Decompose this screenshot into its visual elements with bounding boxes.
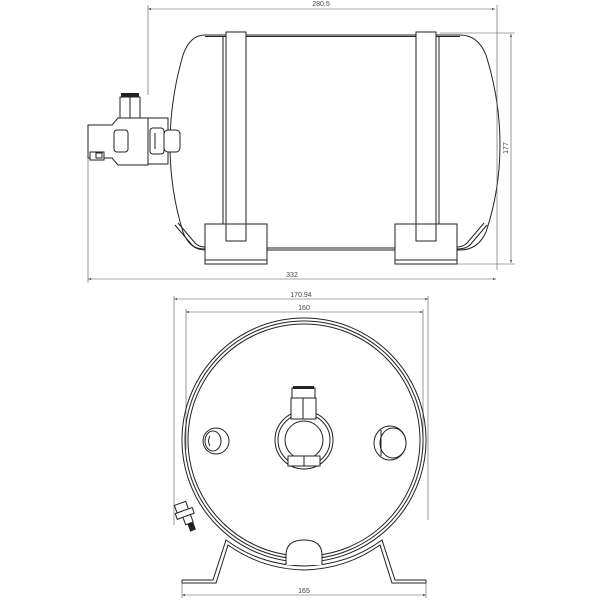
strap-right [415,31,440,243]
stand-bracket [181,539,427,584]
dim-label-280-5: 280.5 [312,1,330,8]
dim-label-160: 160 [298,305,310,312]
fitting-left [202,427,230,455]
valve-center [274,386,334,470]
fitting-right [373,425,407,461]
dim-label-332: 332 [286,272,298,279]
strap-left [222,31,247,243]
foot-left [174,222,268,265]
dimension-165: 165 [181,583,427,598]
tank-body-outline [169,34,501,251]
dim-label-165: 165 [298,588,310,595]
dimension-280-5: 280.5 [147,1,498,270]
dimension-170-94: 170.94 [173,292,429,525]
drain-bolt [173,500,196,532]
dimension-332: 332 [87,158,496,283]
dim-label-170-94: 170.94 [290,292,312,299]
valve-assembly [87,93,181,166]
foot-right [394,222,488,265]
dimension-177: 177 [440,32,515,265]
side-view: 280.5 177 332 [87,1,515,283]
dim-label-177: 177 [503,142,510,154]
end-view: 170.94 160 [173,292,429,598]
